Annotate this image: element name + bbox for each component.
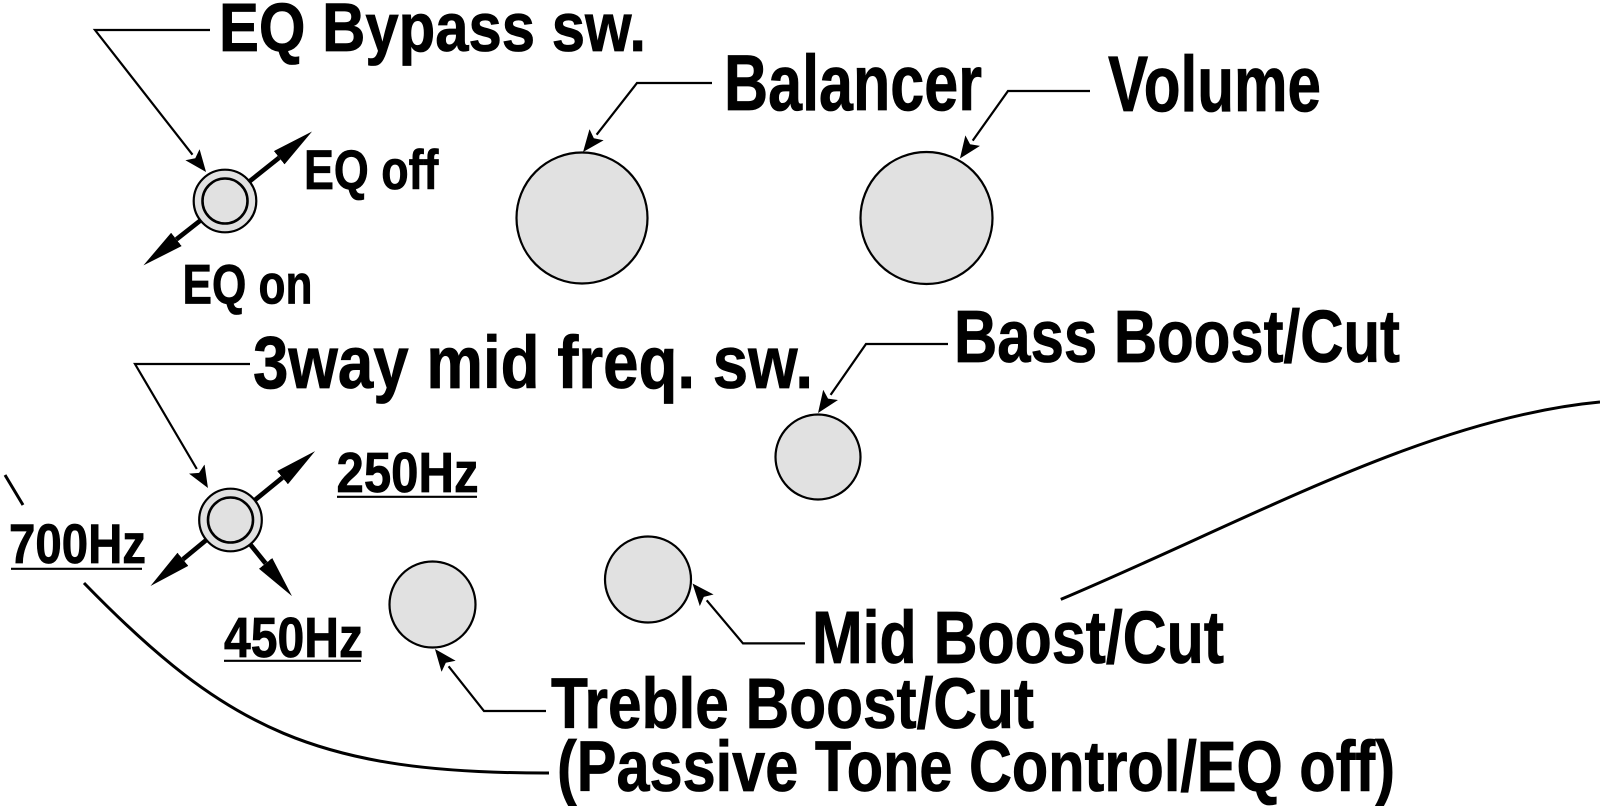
- svg-text:Volume: Volume: [1108, 39, 1321, 128]
- svg-text:EQ on: EQ on: [183, 253, 313, 316]
- svg-text:Treble Boost/Cut: Treble Boost/Cut: [551, 665, 1034, 744]
- svg-text:Bass Boost/Cut: Bass Boost/Cut: [954, 295, 1400, 378]
- svg-text:700Hz: 700Hz: [9, 512, 146, 575]
- svg-text:250Hz: 250Hz: [337, 441, 479, 505]
- svg-text:Balancer: Balancer: [724, 38, 982, 127]
- svg-text:(Passive Tone Control/EQ off): (Passive Tone Control/EQ off): [557, 728, 1395, 806]
- svg-text:Mid Boost/Cut: Mid Boost/Cut: [812, 596, 1224, 679]
- svg-text:450Hz: 450Hz: [224, 606, 363, 670]
- svg-text:EQ off: EQ off: [304, 138, 439, 201]
- svg-text:EQ Bypass sw.: EQ Bypass sw.: [219, 0, 646, 66]
- svg-text:3way mid freq. sw.: 3way mid freq. sw.: [253, 321, 813, 404]
